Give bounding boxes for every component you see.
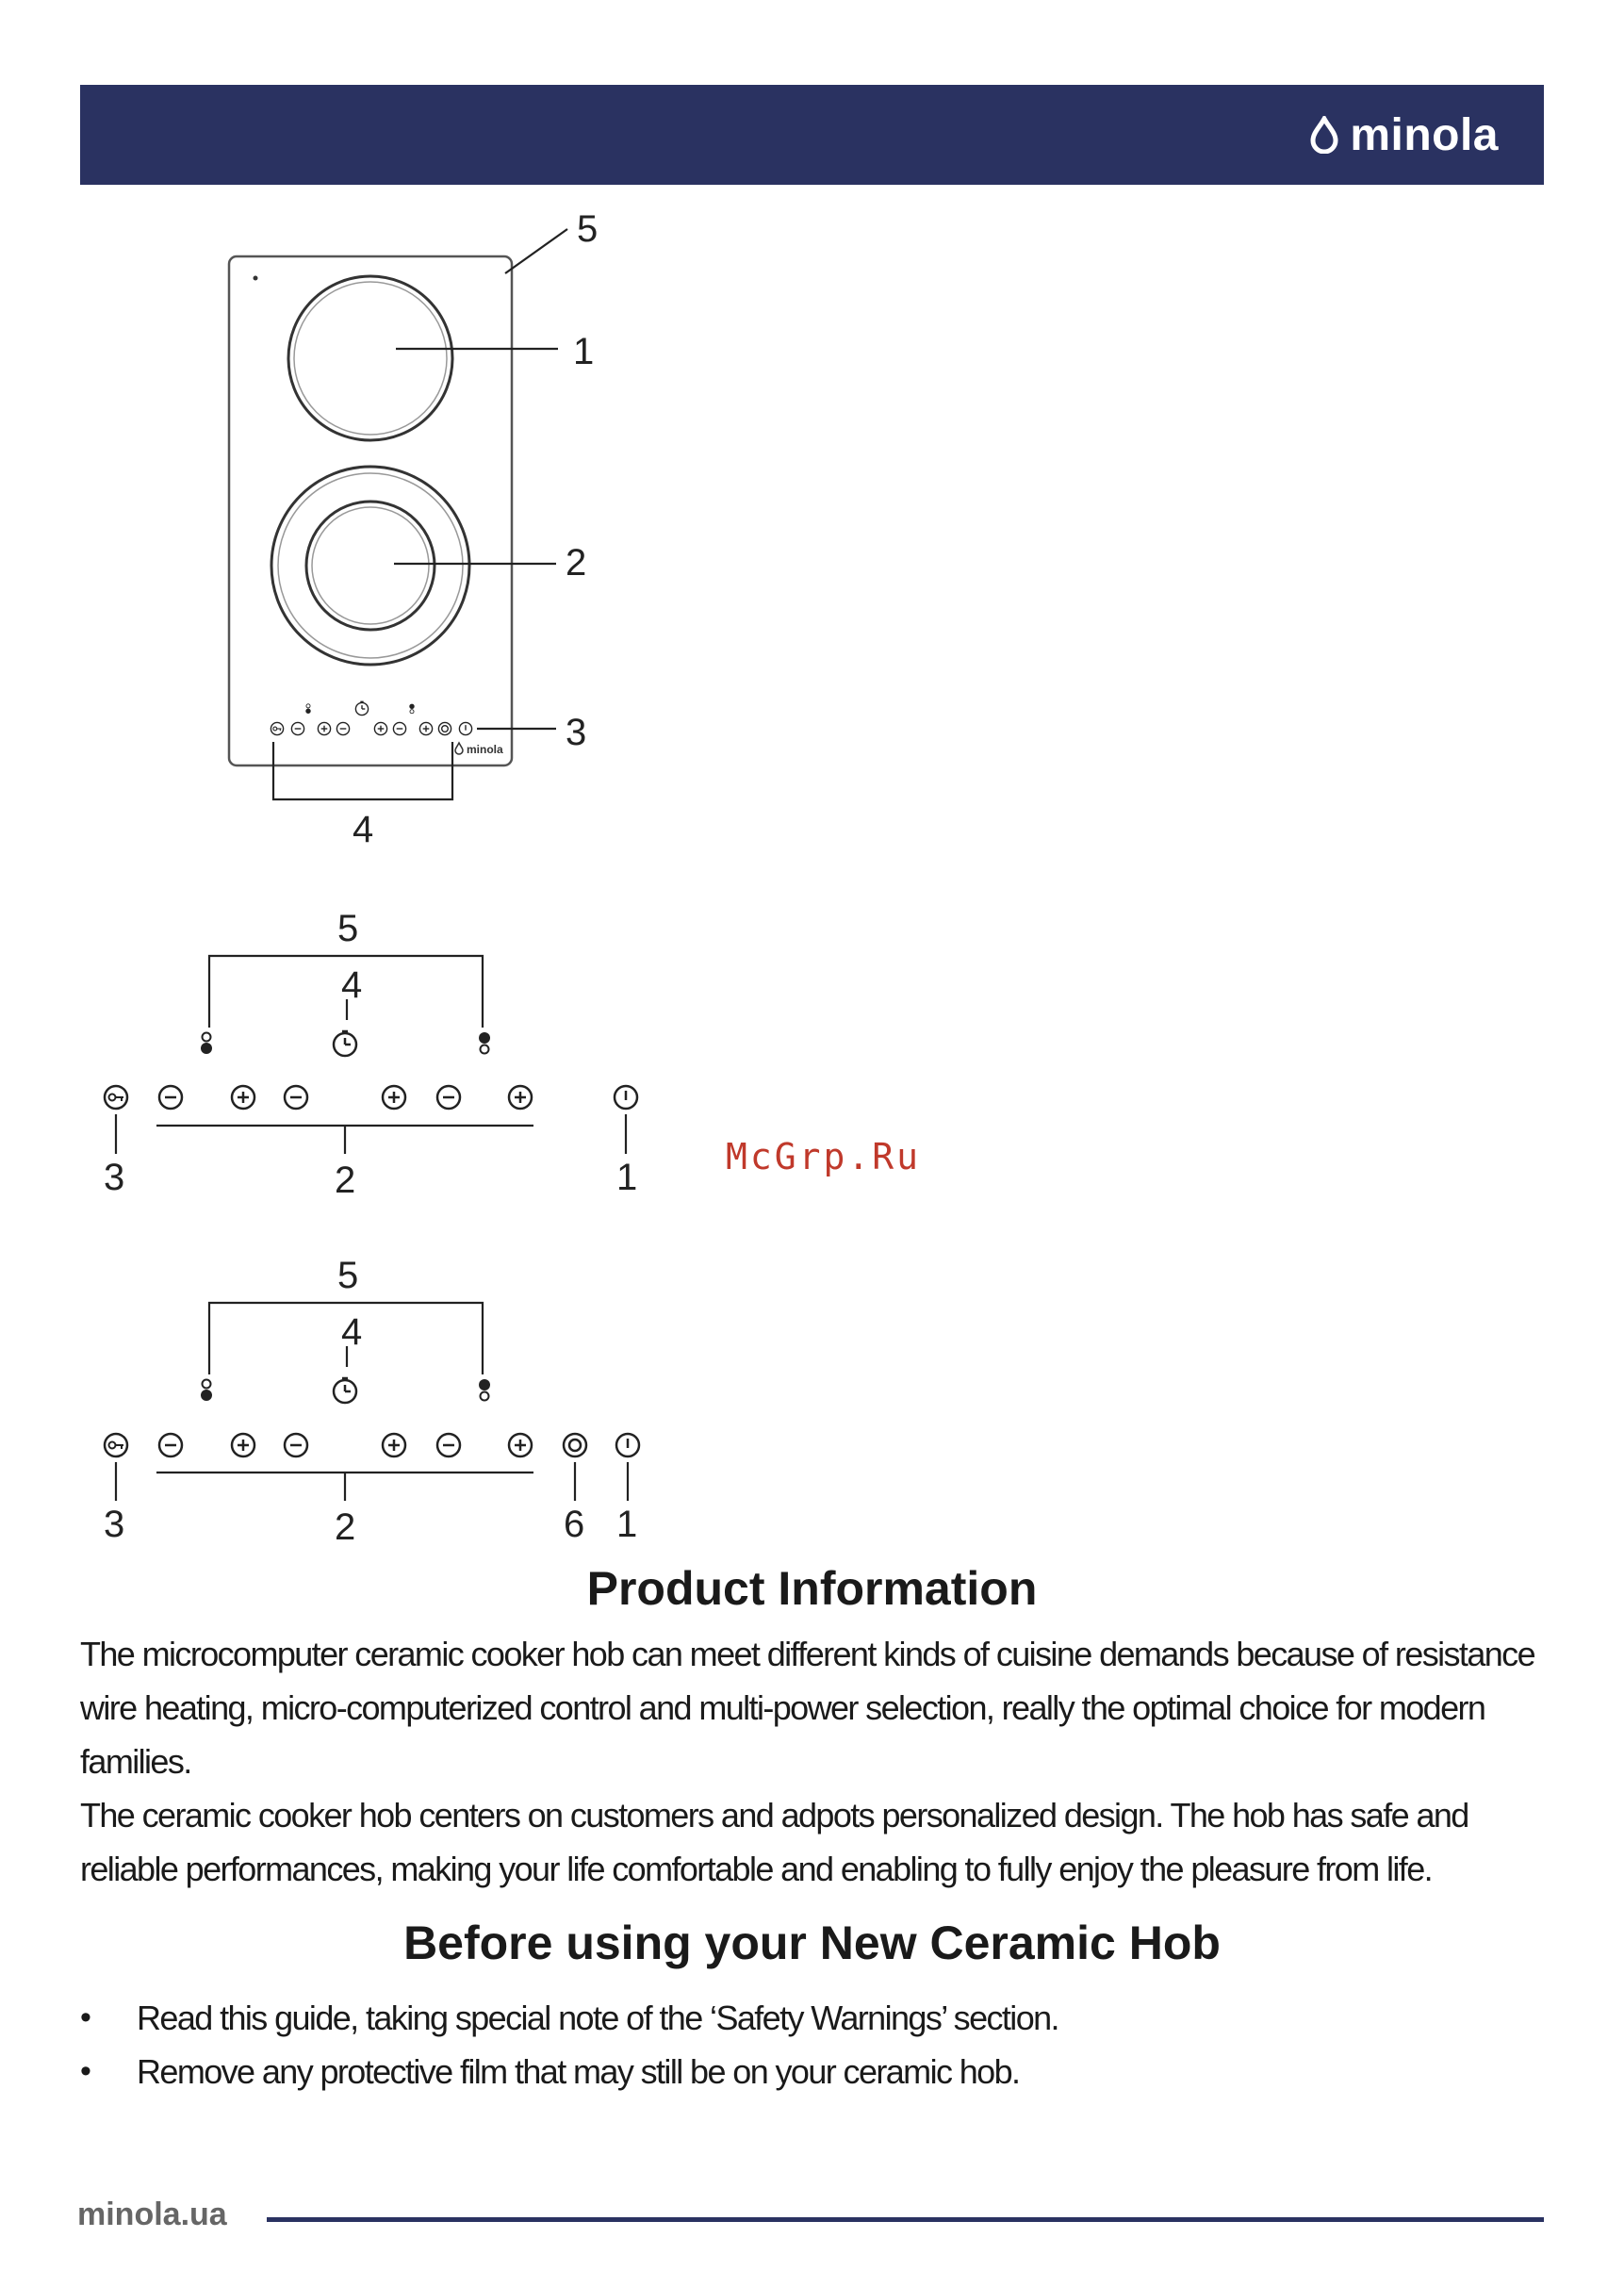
dual-zone-icon [562,1432,588,1458]
label-1: 1 [616,1504,637,1545]
label-4: 4 [341,964,362,1006]
svg-text:minola: minola [467,743,503,756]
label-4: 4 [353,809,373,850]
hob-indicator-dot [253,275,258,281]
footer-website: minola.ua [77,2197,227,2232]
plus-icon [381,1432,407,1458]
footer-divider [267,2217,1544,2222]
hob-frame [227,255,514,767]
hob-diagrams: minola 5 1 2 3 4 5 4 3 2 [103,208,641,1548]
brand-logo: minola [1308,109,1499,160]
label-3: 3 [104,1157,124,1198]
lock-icon [103,1432,129,1458]
zone-indicator-right-icon [478,1031,491,1055]
plus-icon [230,1084,256,1111]
label-5: 5 [577,208,598,250]
brand-name: minola [1350,109,1499,160]
header-bar: minola [80,85,1544,185]
power-icon [615,1432,641,1458]
timer-icon [332,1376,358,1405]
product-info-paragraph-1: The microcomputer ceramic cooker hob can… [80,1635,1536,1781]
minus-icon [283,1432,309,1458]
product-information-title: Product Information [586,1562,1038,1615]
zone-indicator-right-icon [478,1378,491,1402]
drop-icon [1310,116,1338,154]
label-5: 5 [337,1255,358,1296]
power-icon [613,1084,639,1111]
label-6: 6 [564,1504,584,1545]
minus-icon [283,1084,309,1111]
label-2: 2 [335,1160,355,1201]
minus-icon [157,1432,184,1458]
hob-top-view: minola 5 1 2 3 4 [227,208,598,850]
plus-icon [230,1432,256,1458]
label-3: 3 [566,712,586,753]
cooking-zone-2-inner [304,500,436,632]
label-3: 3 [104,1504,124,1545]
zone-indicator-left-icon [200,1031,213,1055]
list-item: Read this guide, taking special note of … [80,1991,1544,2045]
zone-indicator-left-icon [200,1378,213,1402]
minus-icon [157,1084,184,1111]
cooking-zone-2-outer [270,465,471,666]
cooking-zone-1 [287,274,454,442]
minus-icon [435,1432,462,1458]
label-4: 4 [341,1311,362,1353]
before-using-list: Read this guide, taking special note of … [80,1991,1544,2098]
watermark: McGrp.Ru [726,1136,922,1177]
label-1: 1 [573,331,594,372]
label-1: 1 [616,1157,637,1198]
before-using-title: Before using your New Ceramic Hob [403,1917,1221,1969]
hob-small-logo: minola [454,741,503,756]
timer-icon [332,1029,358,1058]
label-2: 2 [566,542,586,584]
plus-icon [507,1432,533,1458]
label-5: 5 [337,908,358,949]
hob-control-panel: minola [270,700,503,756]
control-panel-diagram-1: 5 4 3 2 1 [103,908,639,1201]
plus-icon [507,1084,533,1111]
minus-icon [435,1084,462,1111]
list-item: Remove any protective film that may stil… [80,2045,1544,2098]
product-info-paragraph-2: The ceramic cooker hob centers on custom… [80,1796,1469,1888]
label-2: 2 [335,1506,355,1548]
plus-icon [381,1084,407,1111]
lock-icon [103,1084,129,1111]
control-panel-diagram-2: 5 4 3 2 6 1 [103,1255,641,1548]
